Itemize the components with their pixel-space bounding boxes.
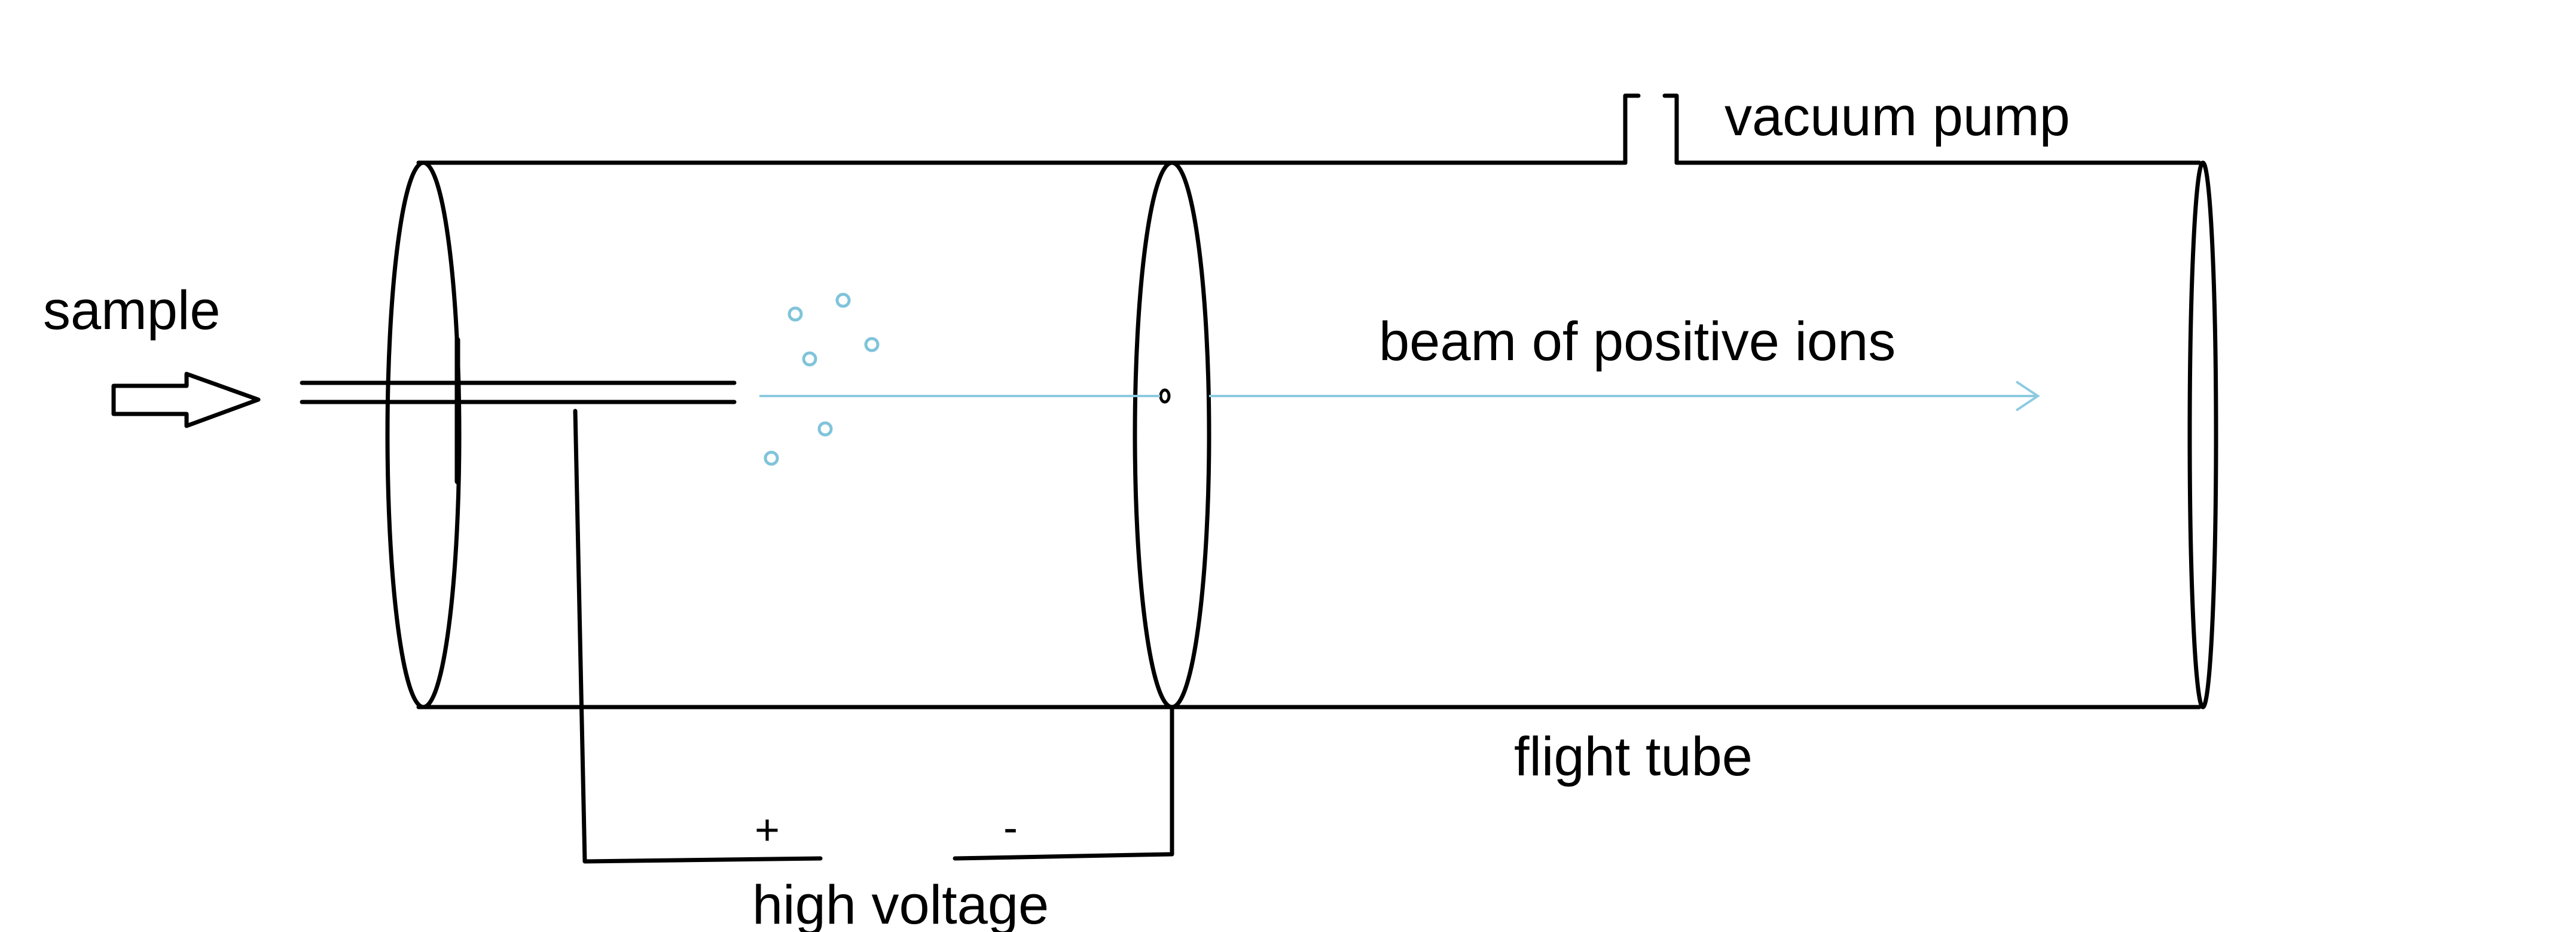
ion-particle [788, 306, 803, 322]
sample-arrow-icon [111, 371, 261, 428]
plus-sign: + [755, 806, 780, 854]
ion-beam [759, 380, 2040, 412]
ion-particle [835, 293, 851, 308]
tube-right-end [2187, 160, 2218, 709]
tube-left-end [385, 160, 462, 709]
ion-particle [764, 450, 779, 466]
beam-label: beam of positive ions [1379, 311, 1896, 372]
flight-tube-label: flight tube [1514, 726, 1753, 787]
vacuum-port-left-bracket [1623, 93, 1641, 165]
ion-particles [764, 293, 880, 466]
vacuum-port-right-bracket [1662, 93, 1679, 165]
high-voltage-label: high voltage [752, 875, 1049, 932]
negative-lead-wire [953, 705, 1174, 861]
sample-label: sample [43, 280, 221, 341]
tube-body [416, 160, 2202, 709]
high-voltage-circuit [573, 409, 1174, 864]
ion-beam-arrowhead-icon [2015, 380, 2040, 412]
accelerating-plate [1133, 160, 1211, 709]
ion-particle [864, 337, 880, 352]
plate-aperture [1159, 388, 1171, 404]
ion-particle [817, 421, 833, 437]
ion-particle [802, 351, 817, 367]
vacuum-pump-port [1623, 93, 1679, 165]
sample-inlet-pipe [300, 337, 737, 485]
minus-sign: - [1003, 804, 1018, 852]
positive-lead-wire [573, 409, 823, 864]
vacuum-pump-label: vacuum pump [1725, 86, 2070, 147]
